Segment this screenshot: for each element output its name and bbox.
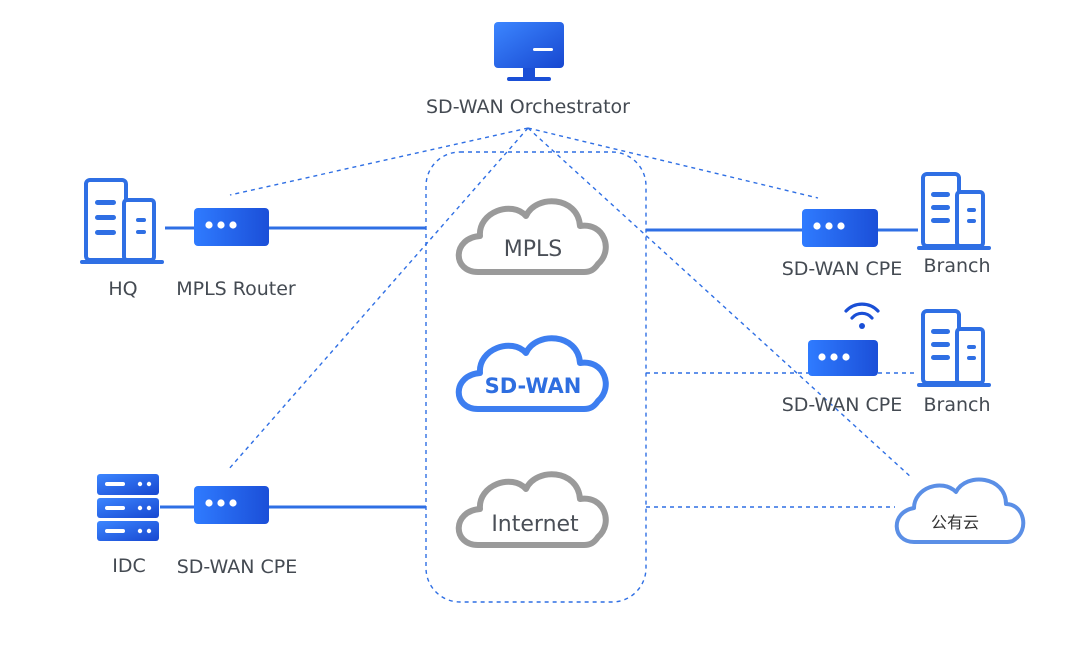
internet-cloud-label: Internet xyxy=(491,512,579,537)
monitor-icon xyxy=(494,22,564,81)
network-container xyxy=(425,151,647,603)
router-icon xyxy=(194,486,269,524)
link-orch-public-cloud xyxy=(527,127,913,479)
server-icon xyxy=(97,474,159,541)
orchestrator-links xyxy=(227,127,913,479)
idc-label: IDC xyxy=(112,555,146,577)
wifi-icon xyxy=(844,302,880,329)
internet-cloud: Internet xyxy=(455,471,609,548)
mpls-cloud-label: MPLS xyxy=(504,237,562,262)
router-icon xyxy=(802,209,878,247)
building-icon xyxy=(80,178,164,264)
link-orch-idc-cpe xyxy=(227,127,529,471)
public-cloud-label: 公有云 xyxy=(931,513,979,532)
branch2-cpe-label: SD-WAN CPE xyxy=(782,394,903,416)
link-orch-branch1-cpe xyxy=(527,127,819,199)
hq-label: HQ xyxy=(108,278,137,300)
sdwan-cloud-label: SD-WAN xyxy=(485,374,582,398)
sdwan-cloud: SD-WAN xyxy=(455,335,609,412)
orchestrator-label: SD-WAN Orchestrator xyxy=(426,96,630,118)
idc-cpe-label: SD-WAN CPE xyxy=(177,556,298,578)
mpls-router-label: MPLS Router xyxy=(176,278,296,300)
router-icon xyxy=(194,208,269,246)
link-orch-mpls-router xyxy=(229,127,529,196)
branch2-label: Branch xyxy=(923,394,990,416)
building-icon xyxy=(917,172,991,250)
building-icon xyxy=(917,309,991,387)
branch1-cpe-label: SD-WAN CPE xyxy=(782,258,903,280)
transport-links xyxy=(160,226,918,509)
mpls-cloud: MPLS xyxy=(455,198,609,275)
branch1-label: Branch xyxy=(923,255,990,277)
router-icon xyxy=(808,340,878,376)
cloud-icon: 公有云 xyxy=(894,477,1026,544)
